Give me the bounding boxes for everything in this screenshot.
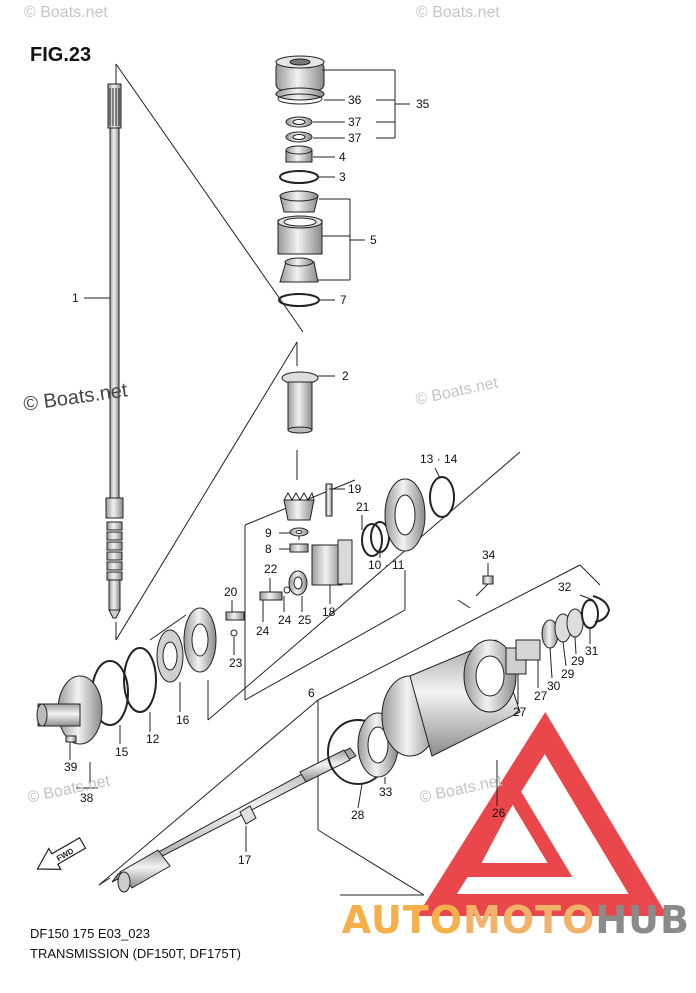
brand-part-auto: AUTO [341, 898, 464, 942]
callout-36: 36 [348, 93, 362, 107]
automotohub-brand: AUTOMOTOHUB [342, 898, 690, 942]
thrust-bearing-16 [156, 629, 184, 683]
bracket-lines [313, 69, 410, 301]
callout-29b: 29 [561, 667, 575, 681]
callout-9: 9 [265, 526, 272, 540]
brand-part-moto: MOTO [463, 898, 596, 942]
callout-19: 19 [348, 482, 362, 496]
callout-35: 35 [416, 97, 430, 111]
callout-28: 28 [351, 808, 365, 822]
callout-34: 34 [482, 548, 496, 562]
automotohub-logo-icon [417, 711, 668, 916]
pin-24 [283, 586, 291, 594]
bearing-housing-26 [381, 639, 521, 757]
brand-part-hub: HUB [595, 898, 690, 942]
bearing-carrier-38 [36, 675, 103, 745]
callout-21: 21 [356, 500, 370, 514]
callout-38: 38 [80, 791, 94, 805]
callout-8: 8 [265, 542, 272, 556]
reverse-gear [183, 607, 217, 673]
clutch-dog-18 [311, 539, 353, 586]
callout-leaders [69, 467, 594, 852]
ring-13-14 [429, 476, 455, 518]
needle-bearing-27b [515, 639, 541, 661]
callout-10-11: 10 · 11 [368, 558, 405, 572]
watermark-top-right: © Boats.net [416, 4, 500, 21]
snap-ring-7 [278, 293, 320, 307]
diagram-caption: TRANSMISSION (DF150T, DF175T) [30, 946, 241, 961]
diagram-code: DF150 175 E03_023 [30, 926, 150, 941]
callout-13-14: 13 · 14 [420, 452, 458, 466]
callout-27b: 27 [534, 689, 548, 703]
leader-lines [84, 63, 601, 896]
callout-15: 15 [115, 745, 129, 759]
nut-8 [289, 543, 309, 553]
callout-24a: 24 [256, 624, 270, 638]
forward-gear [384, 478, 426, 552]
ring-3 [279, 170, 319, 184]
pin-39 [65, 735, 77, 743]
callout-37b: 37 [348, 131, 362, 145]
bearing-4 [285, 145, 313, 163]
callout-17: 17 [238, 853, 252, 867]
callout-26: 26 [492, 806, 506, 820]
callout-6: 6 [308, 686, 315, 700]
spacer-10-11 [361, 521, 390, 557]
callout-12: 12 [146, 732, 160, 746]
spring-20 [225, 611, 245, 621]
callout-7: 7 [340, 293, 347, 307]
washer-9 [289, 527, 309, 537]
bolt-34 [475, 575, 494, 597]
callout-2: 2 [342, 369, 349, 383]
sleeve-2 [281, 371, 335, 434]
callout-24b: 24 [278, 613, 292, 627]
taper-bearing-5 [277, 190, 323, 283]
washer-12 [123, 647, 157, 713]
shim-37a [285, 116, 313, 128]
callout-labels: 1 2 3 4 5 6 7 8 9 10 · 11 12 13 · 14 15 … [64, 93, 599, 867]
propeller-shaft-17 [111, 747, 357, 893]
drive-shaft [105, 83, 124, 619]
callout-27a: 27 [513, 705, 527, 719]
callout-18: 18 [322, 605, 336, 619]
callout-1: 1 [72, 291, 79, 305]
bearing-housing-36 [275, 55, 325, 105]
callout-22: 22 [264, 562, 278, 576]
callout-3: 3 [339, 170, 346, 184]
callout-16: 16 [176, 713, 190, 727]
watermark-top-left: © Boats.net [24, 4, 108, 21]
callout-30: 30 [547, 679, 561, 693]
callout-31: 31 [585, 644, 599, 658]
seal-29b [566, 608, 584, 638]
pinion-gear [283, 491, 315, 521]
callout-39: 39 [64, 760, 78, 774]
callout-25: 25 [298, 613, 312, 627]
pin-19 [325, 483, 333, 517]
ring-25 [288, 570, 308, 596]
snap-ring-32 [592, 595, 611, 623]
callout-23: 23 [229, 656, 243, 670]
figure-title: FIG.23 [30, 44, 92, 66]
callout-20: 20 [224, 585, 238, 599]
callout-37a: 37 [348, 115, 362, 129]
callout-4: 4 [339, 150, 346, 164]
callout-29a: 29 [571, 654, 585, 668]
spring-22 [259, 591, 283, 601]
ring-31 [581, 599, 599, 629]
fwd-arrow-icon: FWD [36, 836, 87, 871]
shim-37b [285, 131, 313, 143]
callout-5: 5 [370, 233, 377, 247]
callout-33: 33 [379, 785, 393, 799]
ball-23 [230, 629, 238, 637]
callout-32: 32 [558, 580, 572, 594]
